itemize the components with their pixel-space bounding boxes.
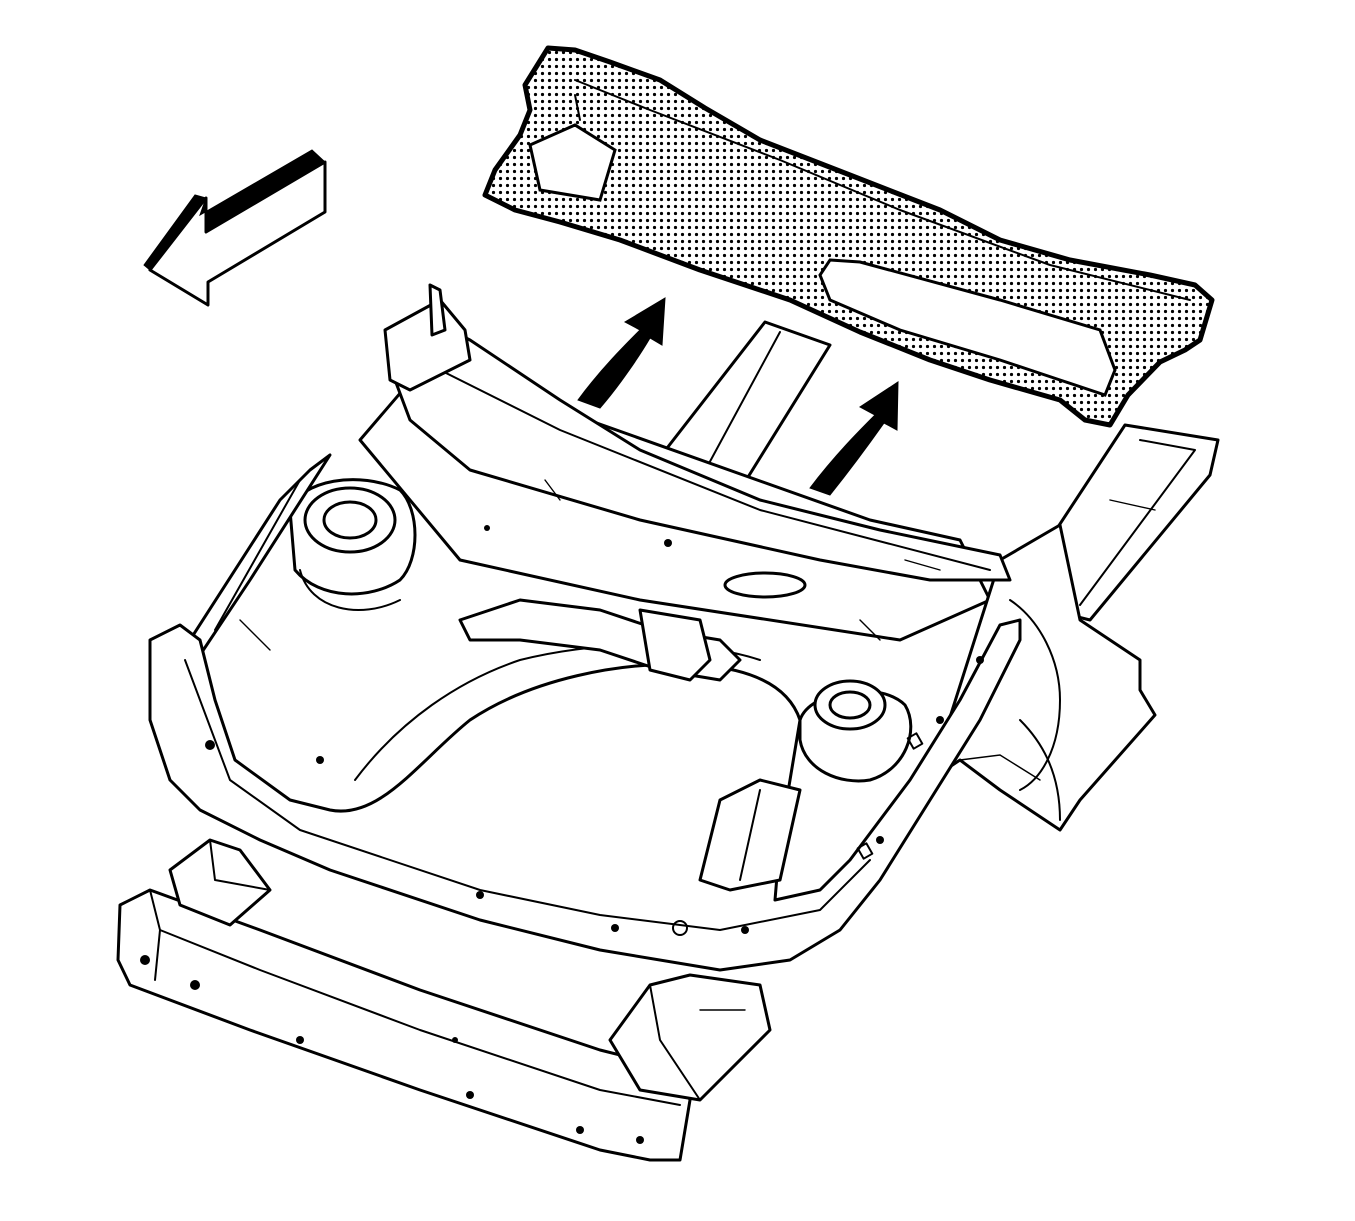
left-crash-box <box>168 838 272 927</box>
right-frame-rail <box>698 778 802 892</box>
left-hinge-pillar <box>383 283 472 392</box>
right-fender-apron <box>928 523 1157 832</box>
right-crash-box <box>608 973 772 1102</box>
cowl-panel-highlighted <box>482 45 1215 428</box>
curved-lift-arrow-icon-left <box>577 297 666 409</box>
right-strut-tower <box>798 679 913 783</box>
curved-lift-arrow-icon-right <box>809 381 899 496</box>
middle-crossmember <box>458 598 742 682</box>
engine-cradle <box>148 618 1022 972</box>
left-strut-tower <box>288 478 417 611</box>
front-direction-arrow-icon <box>143 149 327 307</box>
detail-linework <box>239 479 941 936</box>
front-bumper-beam <box>116 888 692 1162</box>
